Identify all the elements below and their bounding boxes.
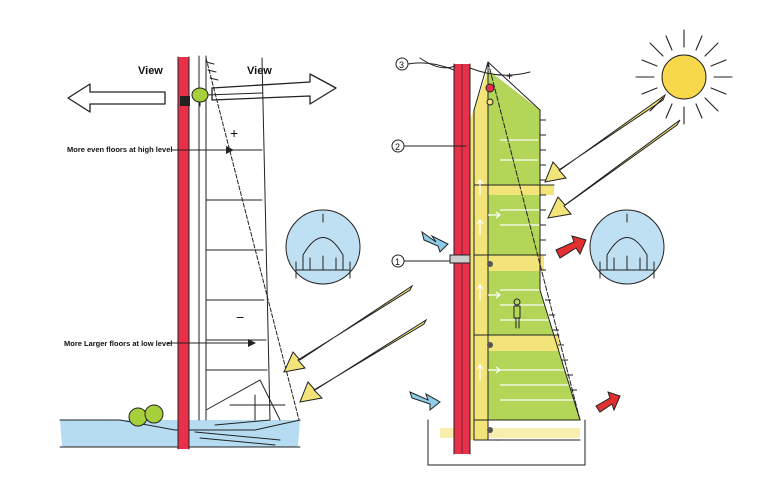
air-intake-arrow: [409, 391, 441, 412]
view-arrow-left: [67, 83, 166, 113]
svg-text:1: 1: [395, 257, 400, 267]
view-label-right: View: [247, 65, 272, 77]
daylight-arrows-left: [283, 284, 428, 403]
right-section: + − 3 2 1: [391, 57, 681, 466]
tree-icon: [191, 87, 209, 107]
view-label-left: View: [138, 65, 163, 77]
callout-3: 3: [395, 57, 531, 76]
air-exhaust-arrow: [595, 391, 621, 413]
view-arrow-right: [211, 73, 337, 105]
right-green-wedge: [488, 70, 580, 420]
tree-icon: [128, 404, 164, 427]
green-stripes: [500, 139, 575, 401]
svg-text:2: 2: [395, 142, 400, 152]
daylight-arrows-right: [544, 93, 681, 219]
right-floor-lines: [473, 184, 560, 336]
dome-icon: [285, 209, 361, 285]
air-exhaust-arrow: [555, 235, 587, 259]
annotation-low: More Larger floors at low level: [64, 339, 172, 348]
airflow-arrows: [476, 179, 501, 380]
minus-sign-right: −: [494, 433, 501, 447]
air-intake-arrow: [421, 230, 449, 253]
person-icon: [513, 298, 521, 329]
annotation-high: More even floors at high level: [67, 145, 172, 154]
left-core: [178, 57, 189, 449]
sun-icon: [635, 29, 733, 125]
svg-text:3: 3: [399, 60, 404, 70]
dome-icon: [589, 209, 665, 285]
right-facade-ticks: [540, 119, 577, 391]
left-section: View View + − More even floors at high l…: [59, 55, 428, 450]
callout-2: 2: [391, 139, 467, 153]
minus-sign: −: [236, 309, 244, 325]
callout-1: 1: [391, 254, 471, 268]
left-facade-ticks: [205, 61, 219, 81]
plus-sign-right: +: [506, 69, 513, 83]
plus-sign: +: [230, 125, 238, 141]
